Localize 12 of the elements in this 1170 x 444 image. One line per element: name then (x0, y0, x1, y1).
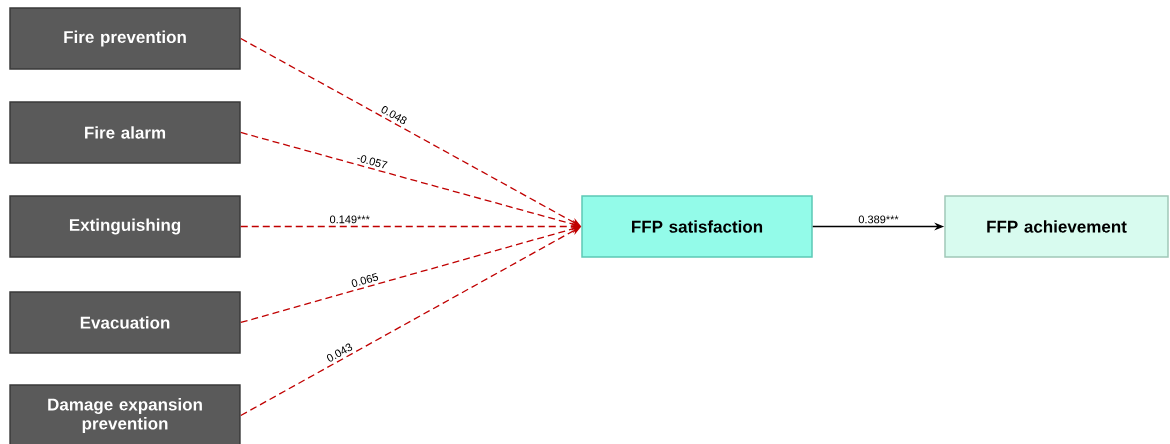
process-box: Extinguishing (9, 195, 241, 258)
process-box: Evacuation (9, 291, 241, 354)
process-box: Damage expansion prevention (9, 384, 241, 444)
edge-label: -0.057 (357, 155, 388, 169)
edge-label: 0.048 (381, 106, 407, 125)
process-box: FFP achievement (944, 195, 1169, 258)
process-box: FFP satisfaction (581, 195, 813, 258)
edge-label: 0.065 (351, 273, 379, 287)
edge-label: 0.149*** (329, 215, 370, 224)
process-box: Fire alarm (9, 101, 241, 164)
edge-label: 0.389*** (858, 215, 899, 224)
process-box: Fire prevention (9, 7, 241, 70)
